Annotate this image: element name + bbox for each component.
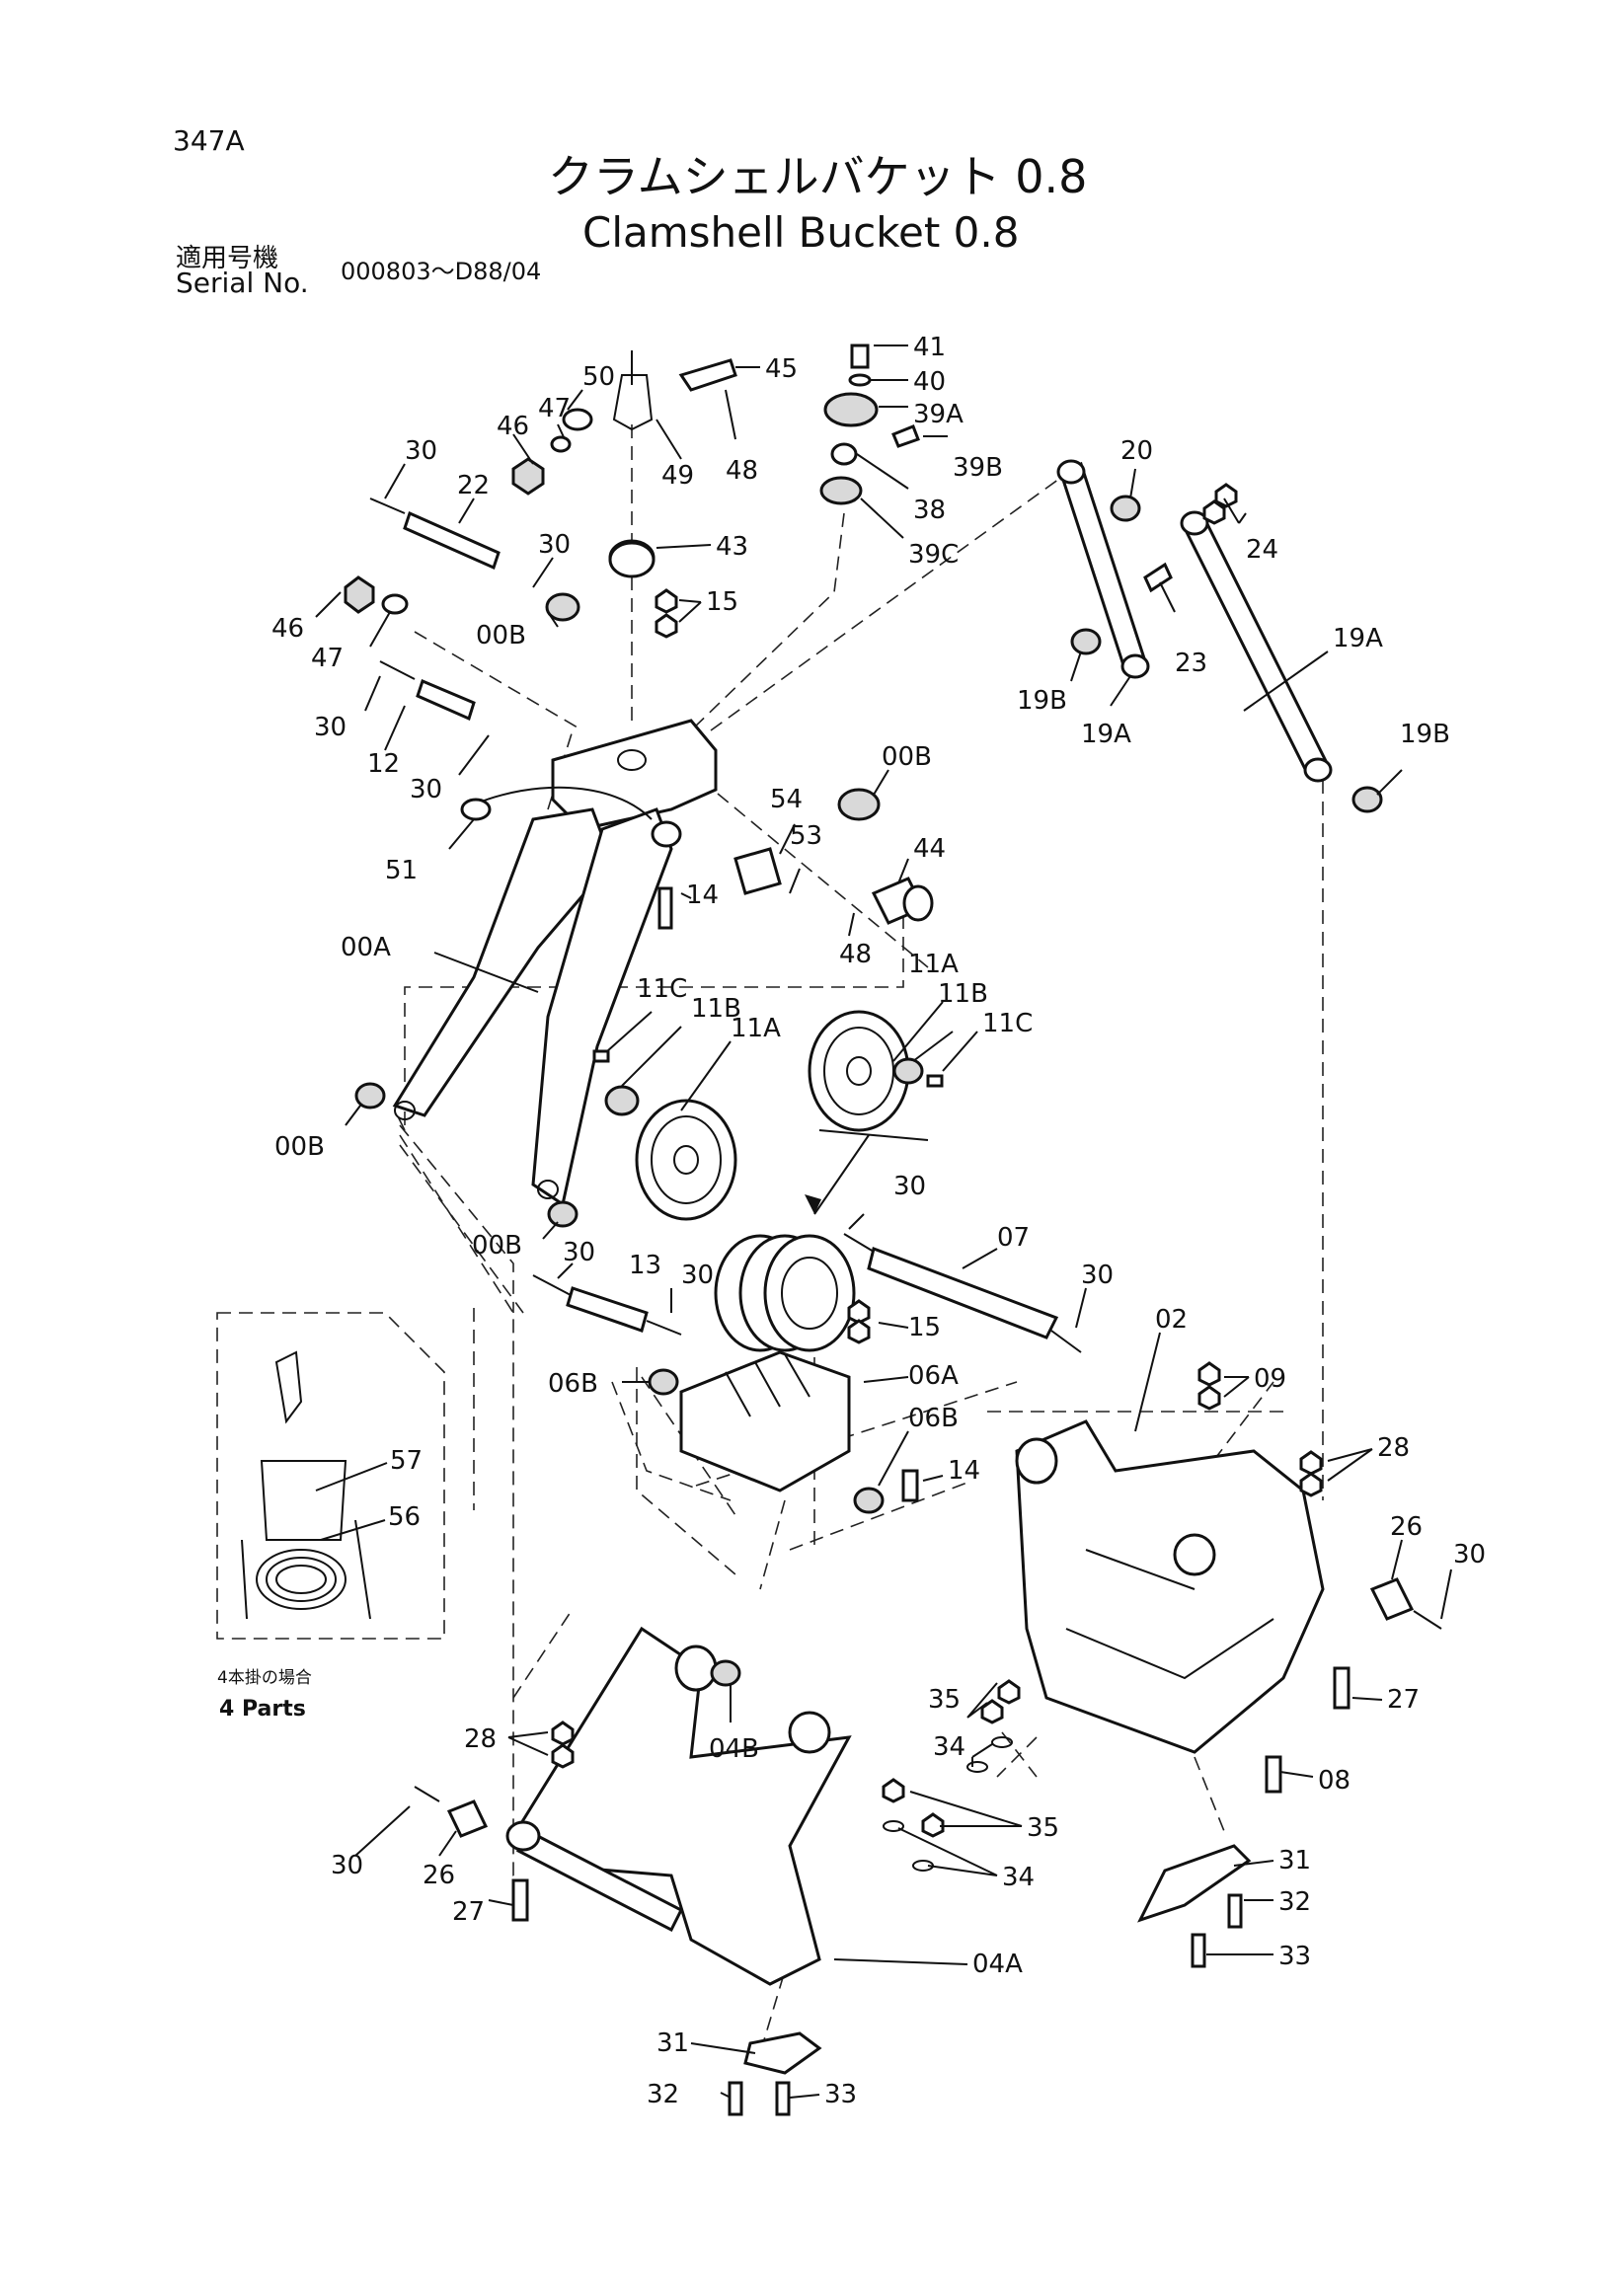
callout-label: 53 xyxy=(790,821,822,851)
callout-label: 34 xyxy=(933,1732,965,1762)
leader-lines xyxy=(315,344,1452,2099)
callout-label: 38 xyxy=(913,496,946,525)
callout-label: 22 xyxy=(457,471,490,500)
inset-caption-english: 4 Parts xyxy=(219,1697,306,1722)
callout-label: 11B xyxy=(938,979,988,1009)
callout-label: 44 xyxy=(913,834,946,864)
callout-label: 04B xyxy=(709,1734,759,1764)
serial-label-english: Serial No. xyxy=(176,267,309,299)
callout-label: 50 xyxy=(582,362,615,392)
callout-labels: 41 40 39A 39B 38 39C 45 50 47 46 49 48 3… xyxy=(271,333,1486,2109)
callout-label: 54 xyxy=(770,785,803,814)
callout-label: 30 xyxy=(331,1851,363,1880)
callout-label: 28 xyxy=(464,1724,497,1754)
callout-label: 11B xyxy=(691,994,741,1024)
callout-label: 30 xyxy=(410,775,442,804)
callout-label: 34 xyxy=(1002,1863,1035,1892)
title-japanese: クラムシェルバケット 0.8 xyxy=(548,150,1087,203)
callout-label: 14 xyxy=(948,1456,980,1486)
callout-label: 30 xyxy=(314,713,347,742)
callout-label: 23 xyxy=(1175,649,1207,678)
callout-label: 39B xyxy=(953,453,1003,483)
callout-label: 39A xyxy=(913,400,964,429)
callout-label: 14 xyxy=(686,880,719,910)
callout-label: 33 xyxy=(824,2080,857,2109)
callout-label: 09 xyxy=(1254,1364,1286,1394)
callout-label: 45 xyxy=(765,354,798,384)
page-code: 347A xyxy=(173,124,245,157)
callout-label: 30 xyxy=(1453,1540,1486,1569)
callout-label: 30 xyxy=(681,1261,714,1290)
callout-label: 11A xyxy=(908,950,959,979)
callout-label: 47 xyxy=(538,394,571,423)
callout-label: 35 xyxy=(928,1685,961,1715)
callout-label: 48 xyxy=(726,456,758,486)
callout-label: 27 xyxy=(1387,1685,1420,1715)
callout-label: 28 xyxy=(1377,1433,1410,1463)
callout-label: 41 xyxy=(913,333,946,362)
callout-label: 04A xyxy=(972,1950,1023,1979)
callout-label: 06A xyxy=(908,1361,959,1391)
callout-label: 32 xyxy=(1278,1887,1311,1917)
inset-label-56: 56 xyxy=(388,1502,421,1532)
inset-4-parts: 57 56 4本掛の場合 4 Parts xyxy=(216,1312,445,1722)
callout-label: 31 xyxy=(1278,1846,1311,1875)
callout-label: 00A xyxy=(341,933,391,962)
callout-label: 00B xyxy=(472,1231,522,1261)
callout-label: 00B xyxy=(476,621,526,651)
callout-label: 51 xyxy=(385,856,418,885)
title-english: Clamshell Bucket 0.8 xyxy=(582,208,1019,257)
callout-label: 15 xyxy=(908,1313,941,1342)
callout-label: 19A xyxy=(1333,624,1383,653)
callout-label: 15 xyxy=(706,587,738,617)
serial-label-japanese: 適用号機 xyxy=(176,244,278,273)
callout-label: 39C xyxy=(908,540,959,570)
callout-label: 19B xyxy=(1400,720,1450,749)
callout-label: 24 xyxy=(1246,535,1278,565)
callout-label: 11C xyxy=(637,974,687,1004)
callout-label: 32 xyxy=(647,2080,679,2109)
callout-label: 19B xyxy=(1017,686,1067,716)
callout-label: 02 xyxy=(1155,1305,1188,1335)
parts xyxy=(344,344,1442,2116)
callout-label: 33 xyxy=(1278,1942,1311,1971)
callout-label: 40 xyxy=(913,367,946,397)
callout-label: 11A xyxy=(731,1014,781,1043)
callout-label: 30 xyxy=(563,1238,595,1267)
callout-label: 43 xyxy=(716,532,748,562)
callout-label: 00B xyxy=(882,742,932,772)
callout-label: 26 xyxy=(423,1861,455,1890)
callout-label: 20 xyxy=(1120,436,1153,466)
inset-label-57: 57 xyxy=(390,1446,423,1476)
callout-label: 26 xyxy=(1390,1512,1423,1542)
callout-label: 48 xyxy=(839,940,872,969)
callout-label: 46 xyxy=(271,614,304,644)
callout-label: 12 xyxy=(367,749,400,779)
callout-label: 00B xyxy=(274,1132,325,1162)
serial-range: 000803～D88/04 xyxy=(341,258,541,285)
callout-label: 30 xyxy=(538,530,571,560)
callout-label: 08 xyxy=(1318,1766,1350,1796)
callout-label: 31 xyxy=(656,2028,689,2058)
callout-label: 30 xyxy=(1081,1261,1114,1290)
callout-label: 49 xyxy=(661,461,694,491)
callout-label: 47 xyxy=(311,644,344,673)
inset-caption-japanese: 4本掛の場合 xyxy=(217,1668,312,1688)
callout-label: 30 xyxy=(893,1172,926,1201)
callout-label: 30 xyxy=(405,436,437,466)
callout-label: 07 xyxy=(997,1223,1030,1253)
callout-label: 06B xyxy=(548,1369,598,1399)
callout-label: 46 xyxy=(497,412,529,441)
callout-label: 13 xyxy=(629,1251,661,1280)
callout-label: 19A xyxy=(1081,720,1131,749)
callout-label: 11C xyxy=(982,1009,1033,1038)
callout-label: 35 xyxy=(1027,1813,1059,1843)
callout-label: 06B xyxy=(908,1404,959,1433)
callout-label: 27 xyxy=(452,1897,485,1927)
